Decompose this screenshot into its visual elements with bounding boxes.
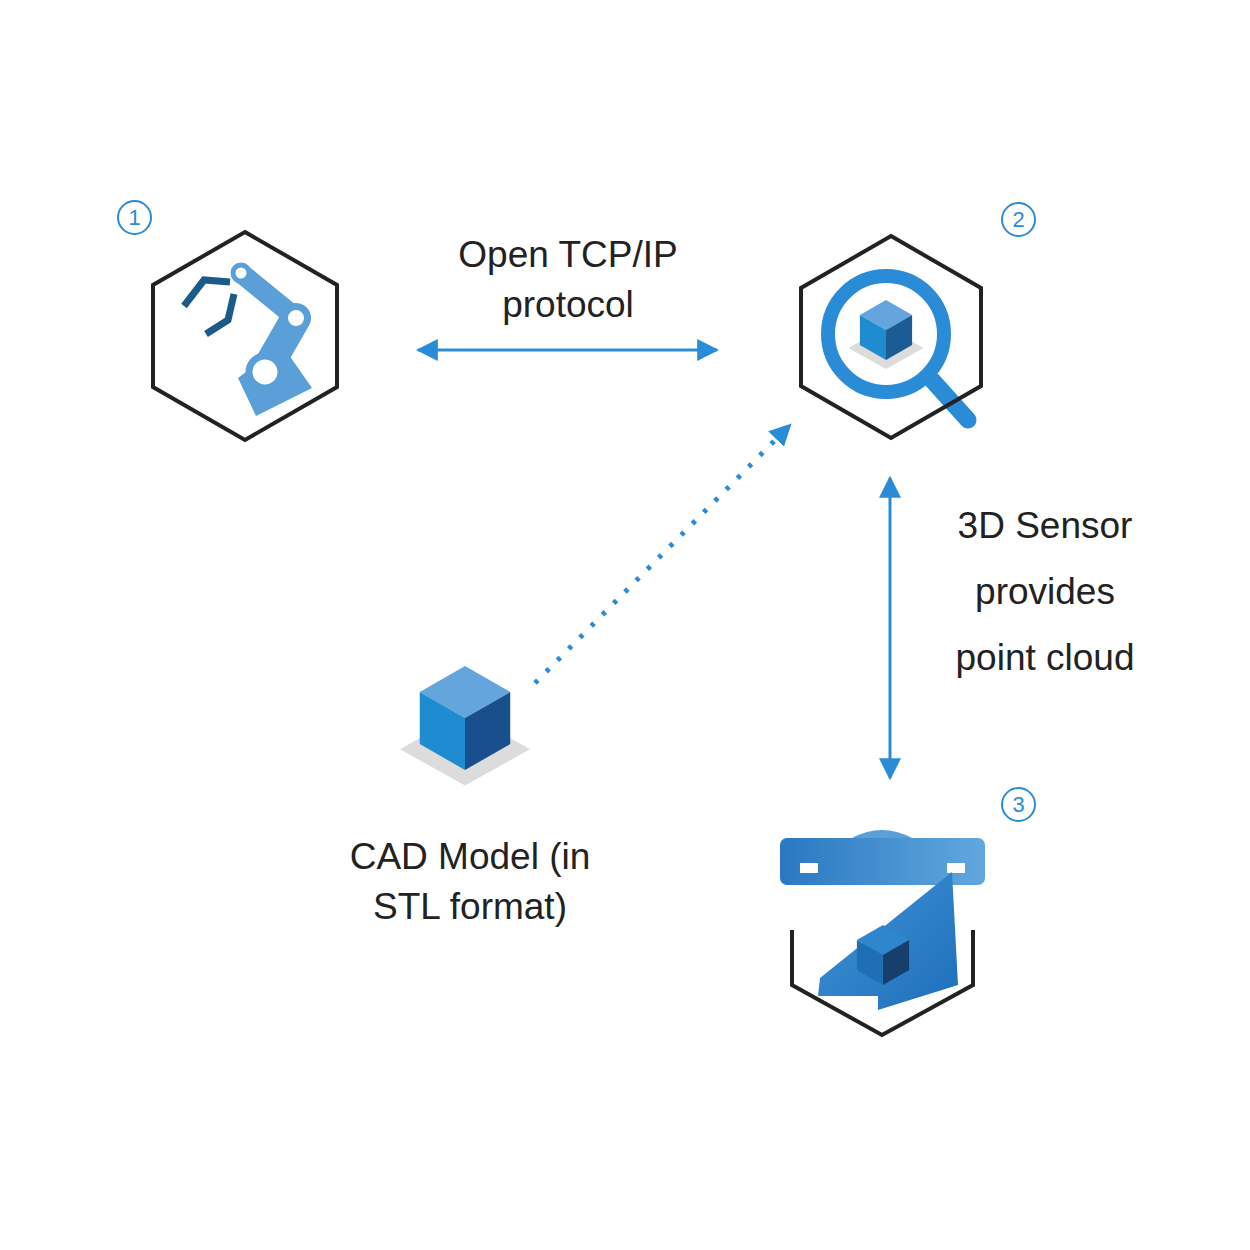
callout-number: 3 — [1001, 787, 1036, 822]
arrow-connector — [889, 478, 892, 778]
dotted-connector — [535, 425, 790, 683]
callout-number: 1 — [117, 200, 152, 235]
node-caption: CAD Model (in STL format) — [325, 832, 615, 932]
cube-icon — [400, 666, 530, 786]
hexagon-node: 1 — [150, 230, 340, 442]
hexagon-outline — [150, 230, 340, 442]
hexagon-outline — [798, 234, 984, 440]
hexagon-node: 3 — [786, 820, 978, 1038]
arrow-connector — [418, 349, 717, 352]
hexagon-node: 2 — [798, 234, 984, 440]
magnifier-icon — [828, 276, 968, 420]
hexagon-outline — [786, 820, 978, 1038]
cad-model-node: CAD Model (in STL format) — [320, 650, 620, 940]
callout-number: 2 — [1001, 202, 1036, 237]
edge-label: 3D Sensor provides point cloud — [926, 493, 1164, 691]
sensor-icon — [780, 830, 985, 1010]
edge-label: Open TCP/IP protocol — [414, 230, 722, 330]
cube-icon — [849, 300, 924, 369]
cube-icon — [857, 925, 909, 985]
robot-arm-icon — [184, 265, 312, 416]
